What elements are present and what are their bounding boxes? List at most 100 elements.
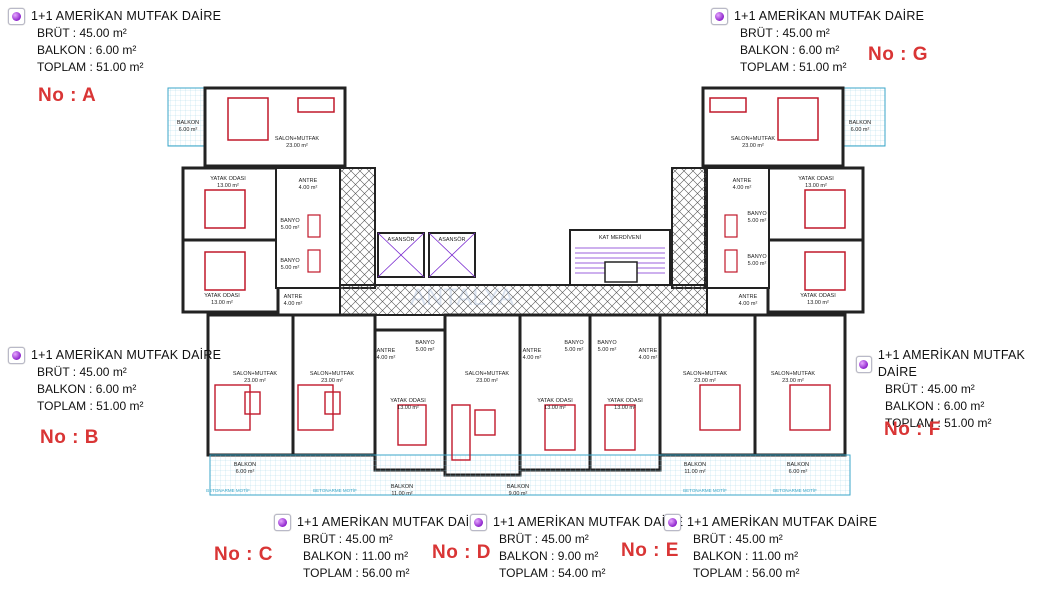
- label-antre-g-area: 4.00 m²: [733, 185, 752, 191]
- stairs: [569, 229, 671, 286]
- unit-title: 1+1 AMERİKAN MUTFAK DAİRE: [31, 9, 222, 23]
- unit-brut: BRÜT : 45.00 m²: [740, 26, 830, 40]
- unit-brut: BRÜT : 45.00 m²: [37, 365, 127, 379]
- unit-f-number: No : F: [884, 419, 941, 440]
- label-yatak-c-area: 13.00 m²: [397, 405, 419, 411]
- unit-bullet-icon: [856, 355, 872, 373]
- unit-brut: BRÜT : 45.00 m²: [37, 26, 127, 40]
- unit-bullet-icon: [470, 514, 487, 531]
- bottom-units: [206, 313, 851, 496]
- label-yatak-g2: YATAK ODASI: [800, 293, 836, 299]
- label-balkon-g-area: 6.00 m²: [851, 127, 870, 133]
- label-kat-merdiveni: KAT MERDİVENİ: [599, 234, 642, 241]
- unit-c-info: 1+1 AMERİKAN MUTFAK DAİRE BRÜT : 45.00 m…: [274, 514, 487, 582]
- unit-b-info: 1+1 AMERİKAN MUTFAK DAİRE BRÜT : 45.00 m…: [8, 347, 221, 415]
- label-balkon-c: BALKON: [391, 484, 413, 490]
- label-yatak-a1: YATAK ODASI: [210, 176, 246, 182]
- label-betonarme-3: BETONARME MOTİF: [683, 487, 727, 493]
- unit-g-info: 1+1 AMERİKAN MUTFAK DAİRE BRÜT : 45.00 m…: [711, 8, 924, 76]
- label-salon-g-area: 23.00 m²: [742, 143, 764, 149]
- label-betonarme-1: BETONARME MOTİF: [206, 487, 250, 493]
- label-salon-b: SALON+MUTFAK: [233, 371, 277, 377]
- label-salon-e-area: 23.00 m²: [694, 378, 716, 384]
- label-banyo-a2-area: 5.00 m²: [281, 265, 300, 271]
- unit-title: 1+1 AMERİKAN MUTFAK DAİRE: [734, 9, 925, 23]
- unit-brut: BRÜT : 45.00 m²: [499, 532, 589, 546]
- unit-title: 1+1 AMERİKAN MUTFAK DAİRE: [687, 515, 878, 529]
- label-yatak-c: YATAK ODASI: [390, 398, 426, 404]
- label-balkon-c-area: 11.00 m²: [391, 491, 412, 497]
- unit-f-info: 1+1 AMERİKAN MUTFAK DAİRE BRÜT : 45.00 m…: [856, 347, 1053, 432]
- unit-bullet-icon: [664, 514, 681, 531]
- label-yatak-e: YATAK ODASI: [607, 398, 643, 404]
- label-banyo-g2-area: 5.00 m²: [748, 261, 767, 267]
- unit-balkon: BALKON : 6.00 m²: [885, 399, 985, 413]
- label-banyo-g1-area: 5.00 m²: [748, 218, 767, 224]
- label-banyo-e: BANYO: [597, 340, 617, 346]
- label-asansor-1: ASANSÖR: [388, 236, 415, 243]
- unit-balkon: BALKON : 6.00 m²: [37, 43, 137, 57]
- unit-c-number: No : C: [214, 544, 273, 565]
- unit-brut: BRÜT : 45.00 m²: [693, 532, 783, 546]
- label-antre-a2-area: 4.00 m²: [284, 301, 303, 307]
- unit-balkon: BALKON : 6.00 m²: [740, 43, 840, 57]
- watermark: ANTALYA: [410, 284, 514, 311]
- label-salon-g: SALON+MUTFAK: [731, 136, 775, 142]
- unit-bullet-icon: [8, 8, 25, 25]
- label-banyo-g2: BANYO: [747, 254, 767, 260]
- label-betonarme-2: BETONARME MOTİF: [313, 487, 357, 493]
- label-yatak-a2: YATAK ODASI: [204, 293, 240, 299]
- unit-title: 1+1 AMERİKAN MUTFAK DAİRE: [877, 348, 1026, 379]
- unit-toplam: TOPLAM : 51.00 m²: [37, 399, 144, 413]
- label-yatak-d: YATAK ODASI: [537, 398, 573, 404]
- label-yatak-g2-area: 13.00 m²: [807, 300, 829, 306]
- label-banyo-d: BANYO: [564, 340, 584, 346]
- label-antre-a2: ANTRE: [284, 294, 303, 300]
- label-salon-f: SALON+MUTFAK: [771, 371, 815, 377]
- label-antre-c-area: 4.00 m²: [377, 355, 396, 361]
- label-antre-g2: ANTRE: [739, 294, 758, 300]
- label-banyo-c-area: 5.00 m²: [416, 347, 435, 353]
- unit-bullet-icon: [274, 514, 291, 531]
- label-asansor-2: ASANSÖR: [439, 236, 466, 243]
- label-balkon-b-area: 6.00 m²: [236, 469, 255, 475]
- label-salon-d: SALON+MUTFAK: [465, 371, 509, 377]
- unit-balkon: BALKON : 11.00 m²: [303, 549, 409, 563]
- unit-e-info: 1+1 AMERİKAN MUTFAK DAİRE BRÜT : 45.00 m…: [664, 514, 877, 582]
- label-antre-d: ANTRE: [523, 348, 542, 354]
- label-antre-a: ANTRE: [299, 178, 318, 184]
- unit-e-number: No : E: [621, 540, 679, 561]
- label-balkon-g: BALKON: [849, 120, 871, 126]
- unit-title: 1+1 AMERİKAN MUTFAK DAİRE: [297, 515, 488, 529]
- unit-balkon: BALKON : 11.00 m²: [693, 549, 799, 563]
- label-antre-a-area: 4.00 m²: [299, 185, 318, 191]
- unit-toplam: TOPLAM : 51.00 m²: [740, 60, 847, 74]
- label-banyo-g1: BANYO: [747, 211, 767, 217]
- label-salon-c: SALON+MUTFAK: [310, 371, 354, 377]
- label-balkon-f: BALKON: [787, 462, 809, 468]
- label-balkon-d-area: 9.00 m²: [509, 491, 528, 497]
- label-salon-f-area: 23.00 m²: [782, 378, 804, 384]
- label-banyo-a1-area: 5.00 m²: [281, 225, 300, 231]
- unit-toplam: TOPLAM : 51.00 m²: [885, 416, 992, 430]
- unit-toplam: TOPLAM : 51.00 m²: [37, 60, 144, 74]
- label-salon-c-area: 23.00 m²: [321, 378, 343, 384]
- label-antre-d-area: 4.00 m²: [523, 355, 542, 361]
- label-yatak-a2-area: 13.00 m²: [211, 300, 233, 306]
- label-yatak-d-area: 13.00 m²: [544, 405, 566, 411]
- label-balkon-b: BALKON: [234, 462, 256, 468]
- label-salon-d-area: 23.00 m²: [476, 378, 498, 384]
- label-antre-e-area: 4.00 m²: [639, 355, 658, 361]
- label-banyo-e-area: 5.00 m²: [598, 347, 617, 353]
- label-yatak-g1-area: 13.00 m²: [805, 183, 827, 189]
- label-yatak-g1: YATAK ODASI: [798, 176, 834, 182]
- label-banyo-a1: BANYO: [280, 218, 300, 224]
- label-antre-e: ANTRE: [639, 348, 658, 354]
- unit-title: 1+1 AMERİKAN MUTFAK DAİRE: [493, 515, 684, 529]
- label-yatak-e-area: 13.00 m²: [614, 405, 636, 411]
- elevators: [377, 232, 476, 278]
- unit-toplam: TOPLAM : 56.00 m²: [303, 566, 410, 580]
- label-salon-a-area: 23.00 m²: [286, 143, 308, 149]
- label-antre-c: ANTRE: [377, 348, 396, 354]
